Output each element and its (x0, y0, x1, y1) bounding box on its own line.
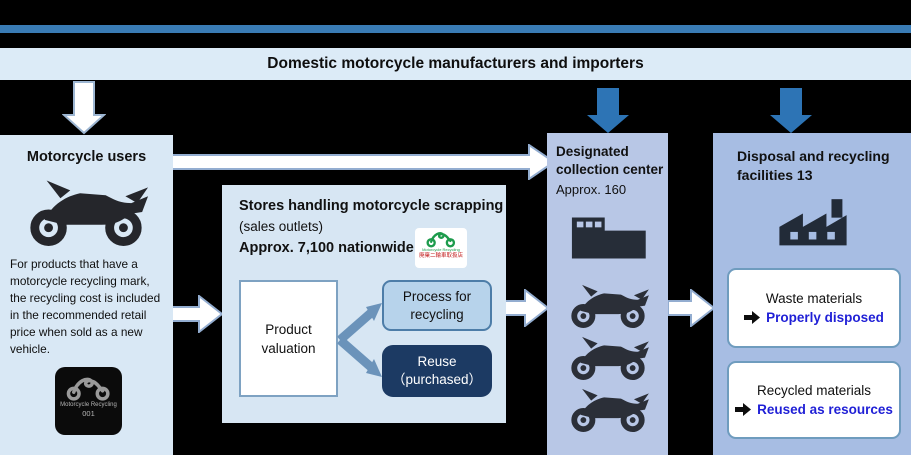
badge-number: 001 (82, 409, 95, 418)
arrow-collection-to-disposal (667, 289, 716, 327)
store-recycling-logo: Motorcycle Recycling 廃棄二輪車取扱店 (415, 228, 467, 268)
right-arrow-icon (744, 311, 760, 324)
stores-panel-count: Approx. 7,100 nationwide (239, 240, 414, 256)
stores-panel: Stores handling motorcycle scrapping (sa… (222, 185, 506, 423)
waste-materials-label: Waste materials (765, 291, 863, 306)
recycled-materials-box: Recycled materials Reused as resources (727, 361, 901, 439)
manufacturers-band-title: Domestic motorcycle manufacturers and im… (267, 55, 644, 72)
diverging-arrows (337, 303, 382, 377)
motorcycle-icon (558, 281, 658, 329)
process-for-recycling-box: Process for recycling (382, 280, 492, 331)
reuse-label-line2: （purchased） (391, 372, 483, 387)
motorcycle-icon (558, 333, 658, 381)
down-arrow-to-users (62, 81, 106, 135)
store-logo-jp-label: 廃棄二輪車取扱店 (418, 253, 463, 259)
badge-label: Motorcycle Recycling (60, 402, 117, 408)
stores-panel-title: Stores handling motorcycle scrapping (239, 198, 504, 214)
process-for-recycling-label: Process for recycling (402, 288, 472, 322)
recycled-materials-label: Recycled materials (756, 383, 872, 398)
recycling-mark-badge: Motorcycle Recycling 001 (55, 367, 122, 435)
waste-materials-box: Waste materials Properly disposed (727, 268, 901, 348)
motorcycle-icon (558, 385, 658, 433)
product-valuation-label: Product valuation (261, 321, 316, 356)
arrow-users-to-stores (167, 295, 224, 333)
disposal-panel-title: Disposal and recycling facilities 13 (737, 148, 890, 183)
recycle-mark-icon (426, 230, 456, 248)
motorcycle-icon (21, 173, 151, 249)
users-panel-title: Motorcycle users (26, 149, 147, 165)
stores-panel-subtitle: (sales outlets) (239, 219, 324, 234)
motorcycle-users-panel: Motorcycle users For products that have … (0, 135, 173, 455)
recycled-result-label: Reused as resources (757, 402, 893, 417)
product-valuation-box: Product valuation (239, 280, 338, 397)
collection-center-panel: Designated collection center Approx. 160 (547, 133, 668, 455)
users-panel-description: For products that have a motorcycle recy… (10, 257, 161, 356)
down-arrow-to-disposal (770, 88, 812, 133)
reuse-box: Reuse （purchased） (382, 345, 492, 397)
disposal-facilities-panel: Disposal and recycling facilities 13 Was… (713, 133, 911, 455)
reuse-label-line1: Reuse (417, 354, 457, 369)
manufacturers-band: Domestic motorcycle manufacturers and im… (0, 48, 911, 80)
top-accent-stripe (0, 25, 911, 33)
building-icon (567, 213, 649, 263)
collection-panel-count: Approx. 160 (556, 182, 627, 197)
down-arrow-to-collection (587, 88, 629, 133)
right-arrow-icon (735, 403, 751, 416)
store-logo-label: Motorcycle Recycling (422, 247, 460, 252)
waste-result-label: Properly disposed (766, 310, 884, 325)
collection-panel-title: Designated collection center (556, 144, 664, 177)
recycle-mark-icon (66, 374, 111, 402)
factory-icon (771, 193, 855, 249)
arrow-users-to-collection (170, 144, 556, 180)
